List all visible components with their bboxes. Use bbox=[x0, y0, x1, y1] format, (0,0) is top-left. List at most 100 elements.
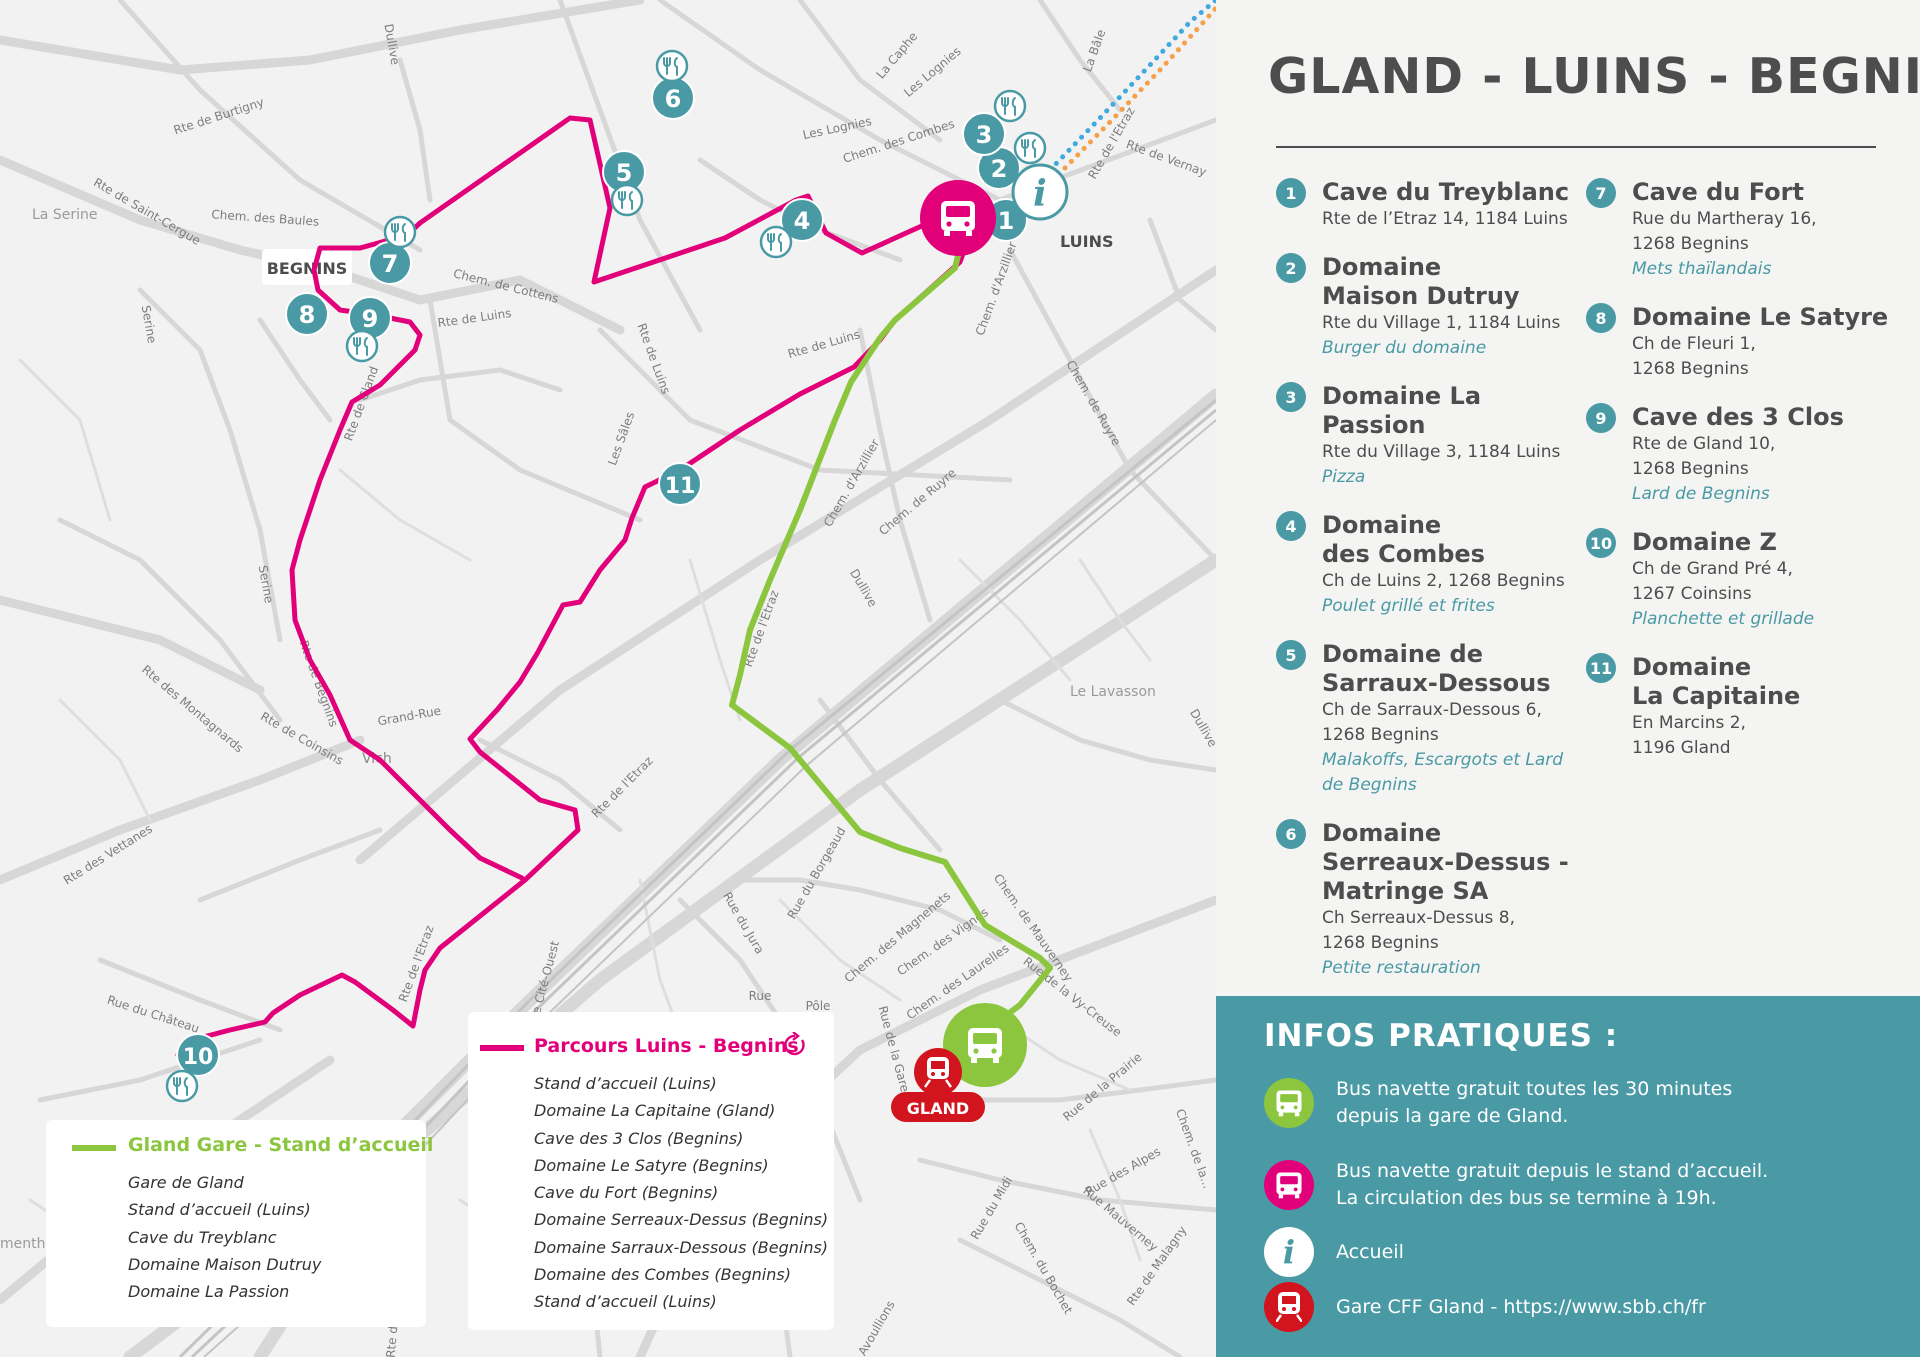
winery-number: 4 bbox=[1276, 511, 1306, 541]
info-text: Bus navette gratuit depuis le stand d’ac… bbox=[1336, 1160, 1769, 1209]
title-divider bbox=[1276, 146, 1876, 148]
loop-arrow-icon bbox=[784, 1032, 805, 1056]
winery-specialty: Malakoffs, Escargots et Lard de Begnins bbox=[1322, 750, 1564, 795]
street-label: Pôle bbox=[806, 999, 831, 1013]
marker-number: 5 bbox=[616, 159, 633, 187]
marker-4[interactable]: 4 bbox=[780, 198, 824, 242]
marker-number: 6 bbox=[665, 85, 682, 113]
begnins-label: BEGNINS bbox=[267, 259, 348, 278]
restaurant-icon bbox=[1013, 131, 1047, 165]
info-item: Gare CFF Gland - https://www.sbb.ch/fr bbox=[1264, 1282, 1706, 1332]
winery-number: 8 bbox=[1586, 303, 1616, 333]
legend-stop: Stand d’accueil (Luins) bbox=[128, 1200, 311, 1220]
winery-name: Domaine des Combes bbox=[1322, 511, 1485, 568]
marker-number: 8 bbox=[299, 301, 316, 329]
legend-stop: Stand d’accueil (Luins) bbox=[534, 1074, 717, 1093]
winery-number: 5 bbox=[1276, 640, 1306, 670]
marker-3[interactable]: 3 bbox=[962, 112, 1006, 156]
winery-specialty: Pizza bbox=[1322, 467, 1366, 487]
winery-specialty: Mets thaïlandais bbox=[1632, 259, 1772, 279]
restaurant-icon bbox=[993, 89, 1027, 123]
dotted-lines bbox=[1047, 0, 1216, 173]
winery-address: Rte de Gland 10, 1268 Begnins bbox=[1632, 434, 1776, 479]
marker-number: 7 bbox=[382, 250, 399, 278]
restaurant-icon bbox=[759, 225, 793, 259]
bus-icon bbox=[1264, 1160, 1314, 1210]
pink-bus-stop[interactable] bbox=[920, 180, 996, 256]
legend-stop: Cave du Treyblanc bbox=[128, 1227, 277, 1247]
winery-name: Domaine La Capitaine bbox=[1632, 653, 1801, 710]
winery-name: Cave des 3 Clos bbox=[1632, 403, 1844, 431]
legend-stop: Domaine des Combes (Begnins) bbox=[534, 1265, 791, 1285]
info-marker[interactable]: i bbox=[1011, 163, 1069, 221]
winery-number: 11 bbox=[1586, 653, 1616, 683]
info-icon: i bbox=[1264, 1227, 1314, 1277]
winery-address: Rte de l’Etraz 14, 1184 Luins bbox=[1322, 209, 1568, 229]
marker-6[interactable]: 6 bbox=[651, 76, 695, 120]
winery-name: Domaine Z bbox=[1632, 528, 1777, 556]
train-icon bbox=[1264, 1282, 1314, 1332]
winery-address: Rte du Village 3, 1184 Luins bbox=[1322, 442, 1561, 462]
legend-stop: Domaine Maison Dutruy bbox=[128, 1254, 322, 1274]
gland-station[interactable]: GLAND bbox=[891, 1048, 985, 1122]
legend-pink-title: Parcours Luins - Begnins bbox=[534, 1035, 799, 1057]
bus-icon bbox=[968, 1028, 1002, 1063]
restaurant-icon bbox=[655, 49, 689, 83]
winery-number: 1 bbox=[1276, 178, 1306, 208]
route-pink[interactable] bbox=[175, 245, 968, 1058]
marker-number: 9 bbox=[362, 305, 379, 333]
winery-address: Rte du Village 1, 1184 Luins bbox=[1322, 313, 1561, 333]
restaurant-icon bbox=[383, 215, 417, 249]
marker-number: 11 bbox=[665, 474, 696, 499]
winery-address: Ch de Fleuri 1, 1268 Begnins bbox=[1632, 334, 1756, 379]
marker-8[interactable]: 8 bbox=[285, 292, 329, 336]
winery-entry-10: 10 Domaine Z Ch de Grand Pré 4, 1267 Coins… bbox=[1586, 528, 1906, 632]
winery-number: 6 bbox=[1276, 819, 1306, 849]
marker-number: 3 bbox=[976, 121, 993, 149]
begnins-label-bg bbox=[262, 249, 352, 285]
winery-specialty: Planchette et grillade bbox=[1632, 609, 1815, 629]
route-green[interactable] bbox=[729, 232, 1053, 1023]
marker-11[interactable]: 11 bbox=[658, 462, 702, 506]
bus-icon bbox=[941, 201, 975, 236]
info-text: Gare CFF Gland - https://www.sbb.ch/fr bbox=[1336, 1295, 1706, 1318]
winery-address: Ch de Luins 2, 1268 Begnins bbox=[1322, 571, 1565, 591]
marker-10[interactable]: 10 bbox=[176, 1033, 220, 1077]
marker-number: 1 bbox=[998, 207, 1015, 235]
green-bus-stop[interactable] bbox=[943, 1003, 1027, 1087]
winery-address: Ch de Sarraux-Dessous 6, 1268 Begnins bbox=[1322, 700, 1542, 745]
winery-entry-4: 4 Domaine des Combes Ch de Luins 2, 1268 B… bbox=[1276, 511, 1576, 619]
marker-1[interactable]: 1 bbox=[984, 198, 1028, 242]
winery-address: Rue du Martheray 16, 1268 Begnins bbox=[1632, 209, 1817, 254]
legend-stop: Domaine Le Satyre (Begnins) bbox=[534, 1155, 769, 1175]
winery-address: En Marcins 2, 1196 Gland bbox=[1632, 713, 1746, 758]
train-icon bbox=[924, 1057, 952, 1088]
winery-name: Cave du Fort bbox=[1632, 178, 1804, 206]
svg-text:i: i bbox=[1283, 1233, 1295, 1271]
bus-icon bbox=[1264, 1078, 1314, 1128]
marker-9[interactable]: 9 bbox=[348, 296, 392, 340]
winery-number: 10 bbox=[1586, 528, 1616, 558]
marker-7[interactable]: 7 bbox=[368, 241, 412, 285]
legend-stop: Domaine La Capitaine (Gland) bbox=[534, 1101, 776, 1121]
street-label: Rue bbox=[749, 989, 772, 1003]
legend-pink-stops: Stand d’accueil (Luins) Domaine La Capita… bbox=[534, 1070, 828, 1316]
marker-number: 4 bbox=[794, 207, 811, 235]
marker-5[interactable]: 5 bbox=[602, 150, 646, 194]
gland-label: GLAND bbox=[907, 1099, 969, 1118]
winery-address: Ch de Grand Pré 4, 1267 Coinsins bbox=[1632, 559, 1793, 604]
